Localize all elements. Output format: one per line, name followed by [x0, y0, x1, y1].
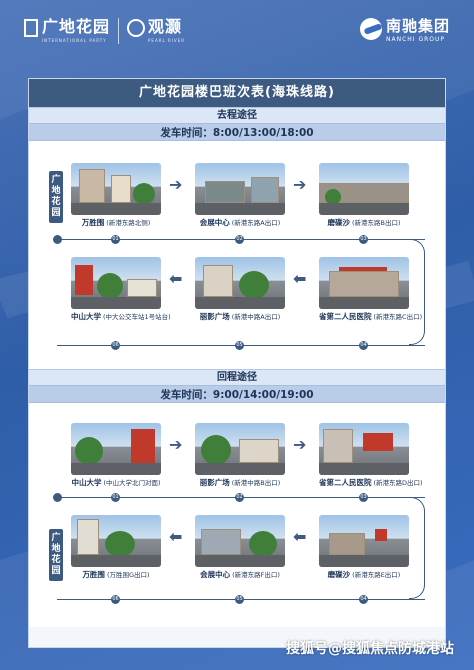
route-node: 05 [235, 595, 244, 604]
stop-photo [319, 423, 409, 475]
stop-photo [71, 257, 161, 309]
route-node: 05 [235, 341, 244, 350]
stop-photo [195, 163, 285, 215]
route-node: 02 [235, 493, 244, 502]
brand-right-sub: NANCHI GROUP [385, 36, 445, 43]
outbound-stop-1: 万胜围(新港东路北侧) [71, 163, 161, 228]
stop-label: 万胜围(万胜围G出口) [82, 570, 150, 579]
arrow-right-icon: ➔ [169, 175, 183, 194]
route-node: 06 [111, 341, 120, 350]
outbound-stop-6: 中山大学(中大公交车站1号站台) [71, 257, 171, 322]
route-curve [409, 239, 425, 345]
stop-label: 中山大学(中大公交车站1号站台) [71, 312, 171, 321]
arrow-left-icon: ⬅ [293, 527, 307, 546]
stop-label: 省第二人民医院(新港东路C出口) [319, 312, 423, 321]
outbound-stop-2: 会展中心(新港东路A出口) [195, 163, 285, 228]
stop-label: 会展中心(新港东路A出口) [199, 218, 281, 227]
header: 广地花园 INTERNATIONAL PARTY 观灏 PEARL RIVER … [0, 0, 474, 62]
stop-photo [71, 163, 161, 215]
arrow-right-icon: ➔ [169, 435, 183, 454]
stop-label: 万胜围(新港东路北侧) [81, 218, 151, 227]
guanhao-logo-icon [127, 19, 146, 37]
arrow-right-icon: ➔ [293, 435, 307, 454]
arrow-left-icon: ⬅ [169, 269, 183, 288]
brand-mid-sub: PEARL RIVER [148, 38, 185, 43]
route-node [53, 235, 62, 244]
schedule-card: 广地花园楼巴班次表(海珠线路) 去程途径 发车时间：8:00/13:00/18:… [28, 78, 446, 648]
brand-left-name: 广地花园 [42, 17, 111, 36]
brand-right-name: 南驰集团 [385, 17, 450, 35]
route-node: 06 [111, 595, 120, 604]
route-node: 04 [359, 341, 368, 350]
route-node: 01 [111, 493, 120, 502]
stop-photo [195, 423, 285, 475]
outbound-heading: 去程途径 [29, 107, 445, 123]
stop-photo [319, 163, 409, 215]
stop-label: 丽影广场(新港中路B出口) [199, 478, 281, 487]
stop-label: 磨碟沙(新港东路B出口) [327, 218, 401, 227]
card-title: 广地花园楼巴班次表(海珠线路) [29, 79, 445, 107]
nanchi-logo-icon [359, 18, 382, 40]
route-node: 03 [359, 235, 368, 244]
route-node [53, 493, 62, 502]
stop-label: 中山大学(中山大学北门对面) [71, 478, 161, 487]
arrow-left-icon: ⬅ [293, 269, 307, 288]
route-node: 02 [235, 235, 244, 244]
return-stop-1: 中山大学(中山大学北门对面) [71, 423, 161, 488]
outbound-departure-time: 发车时间：8:00/13:00/18:00 [29, 123, 445, 141]
stop-label: 省第二人民医院(新港东路D出口) [319, 478, 423, 487]
stop-label: 磨碟沙(新港东路E出口) [327, 570, 401, 579]
stop-label: 会展中心(新港东路F出口) [200, 570, 280, 579]
arrow-left-icon: ⬅ [169, 527, 183, 546]
brand-left-sub: INTERNATIONAL PARTY [42, 38, 107, 43]
stop-photo [319, 515, 409, 567]
return-departure-time: 发车时间：9:00/14:00/19:00 [29, 385, 445, 403]
route-node: 03 [359, 493, 368, 502]
return-stop-5: 会展中心(新港东路F出口) [195, 515, 285, 580]
route-node: 01 [111, 235, 120, 244]
outbound-route: 广地花园 万胜围(新港东路北侧) ➔ 会展中心(新港东路A出口) ➔ [29, 141, 445, 369]
stop-photo [71, 515, 161, 567]
return-stop-2: 丽影广场(新港中路B出口) [195, 423, 285, 488]
stop-photo [195, 257, 285, 309]
stop-label: 丽影广场(新港中路A出口) [199, 312, 281, 321]
outbound-stop-4: 省第二人民医院(新港东路C出口) [319, 257, 423, 322]
arrow-right-icon: ➔ [293, 175, 307, 194]
brand-mid-name: 观灏 [148, 17, 183, 36]
brand-logo-right: 南驰集团 NANCHI GROUP [359, 17, 450, 43]
return-stop-3: 省第二人民医院(新港东路D出口) [319, 423, 423, 488]
stop-photo [195, 515, 285, 567]
return-heading: 回程途径 [29, 369, 445, 385]
return-stop-4: 磨碟沙(新港东路E出口) [319, 515, 409, 580]
brand-logo-left: 广地花园 INTERNATIONAL PARTY 观灏 PEARL RIVER [24, 18, 185, 44]
guangdi-logo-icon [24, 19, 38, 37]
return-route: 中山大学(中山大学北门对面) ➔ 丽影广场(新港中路B出口) ➔ 省第二人民医院… [29, 403, 445, 627]
outbound-stop-5: 丽影广场(新港中路A出口) [195, 257, 285, 322]
brand-divider [118, 18, 120, 44]
stop-photo [71, 423, 161, 475]
outbound-start-badge: 广地花园 [49, 171, 63, 223]
return-end-badge: 广地花园 [49, 529, 63, 581]
route-node: 04 [359, 595, 368, 604]
watermark: 搜狐号@搜狐焦点防城港站 [286, 641, 454, 657]
stop-photo [319, 257, 409, 309]
return-stop-6: 万胜围(万胜围G出口) [71, 515, 161, 580]
outbound-stop-3: 磨碟沙(新港东路B出口) [319, 163, 409, 228]
route-curve [409, 497, 425, 599]
